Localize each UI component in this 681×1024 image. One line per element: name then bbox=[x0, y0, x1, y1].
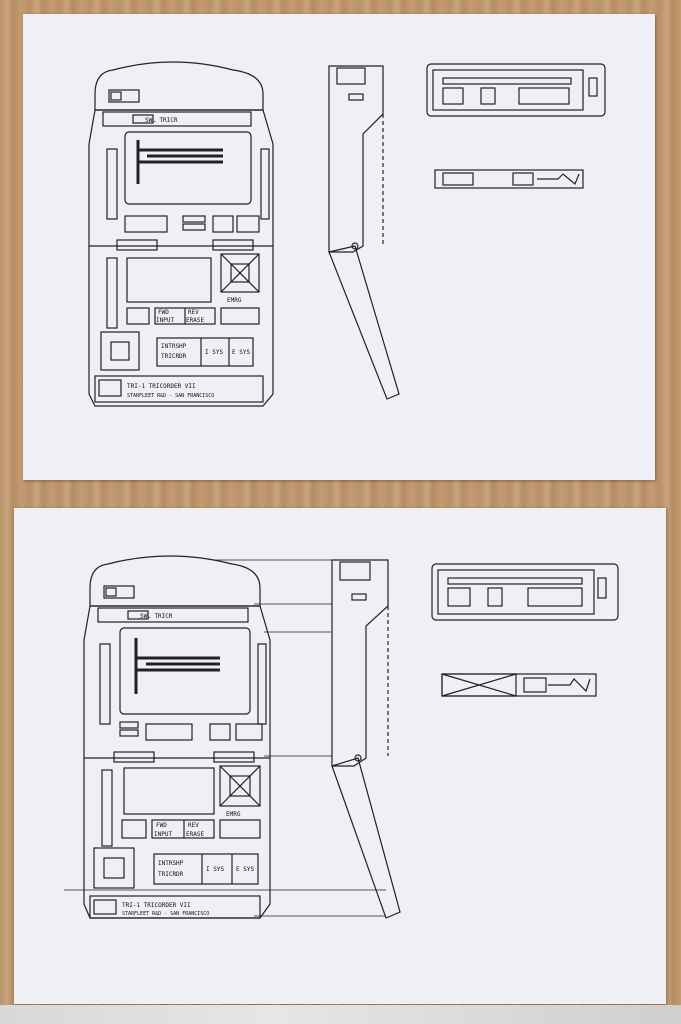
subtitle-label: STARFLEET R&D - SAN FRANCISCO bbox=[127, 393, 214, 399]
esys-button: E SYS bbox=[236, 866, 254, 873]
isys-button: I SYS bbox=[206, 866, 224, 873]
blueprint-sheet-top: SWL TRICR FWD REV INPUT ERASE INTRSHP TR… bbox=[23, 14, 655, 480]
blueprint-drawing-bottom: SWL TRICR FWD REV INPUT ERASE INTRSHP TR… bbox=[64, 555, 619, 919]
erase-button: ERASE bbox=[186, 831, 204, 838]
tricorder-bottom-view bbox=[434, 169, 584, 189]
fwd-button: FWD bbox=[158, 309, 169, 316]
intrship-button: INTRSHP bbox=[158, 860, 184, 867]
input-button: INPUT bbox=[156, 317, 174, 324]
rev-button: REV bbox=[188, 822, 199, 829]
tricorder-top-view bbox=[426, 63, 606, 117]
desk-edge bbox=[0, 1005, 681, 1024]
emrg-label: EMRG bbox=[227, 297, 242, 304]
isys-button: I SYS bbox=[205, 349, 223, 356]
fwd-button: FWD bbox=[156, 822, 167, 829]
esys-button: E SYS bbox=[232, 349, 250, 356]
rev-button: REV bbox=[188, 309, 199, 316]
tricrdr-button: TRICRDR bbox=[161, 353, 187, 360]
projection-lines bbox=[64, 559, 386, 917]
blueprint-sheet-bottom: SWL TRICR FWD REV INPUT ERASE INTRSHP TR… bbox=[14, 508, 666, 1004]
erase-button: ERASE bbox=[186, 317, 204, 324]
title-label: TRI-1 TRICORDER VII bbox=[127, 383, 196, 390]
tricorder-front-view bbox=[83, 555, 271, 919]
tricrdr-button: TRICRDR bbox=[158, 871, 184, 878]
emrg-label: EMRG bbox=[226, 811, 241, 818]
header-tag-label: SWL TRICR bbox=[145, 117, 178, 124]
header-tag-label: SWL TRICR bbox=[140, 613, 173, 620]
title-label: TRI-1 TRICORDER VII bbox=[122, 902, 191, 909]
blueprint-drawing-top: SWL TRICR FWD REV INPUT ERASE INTRSHP TR… bbox=[88, 61, 606, 407]
tricorder-side-view bbox=[328, 65, 400, 400]
tricorder-top-view bbox=[431, 563, 619, 621]
tricorder-front-view bbox=[88, 61, 274, 407]
input-button: INPUT bbox=[154, 831, 172, 838]
tricorder-bottom-view bbox=[441, 673, 597, 697]
tricorder-side-view bbox=[331, 559, 401, 919]
intrship-button: INTRSHP bbox=[161, 343, 187, 350]
subtitle-label: STARFLEET R&D - SAN FRANCISCO bbox=[122, 911, 209, 917]
